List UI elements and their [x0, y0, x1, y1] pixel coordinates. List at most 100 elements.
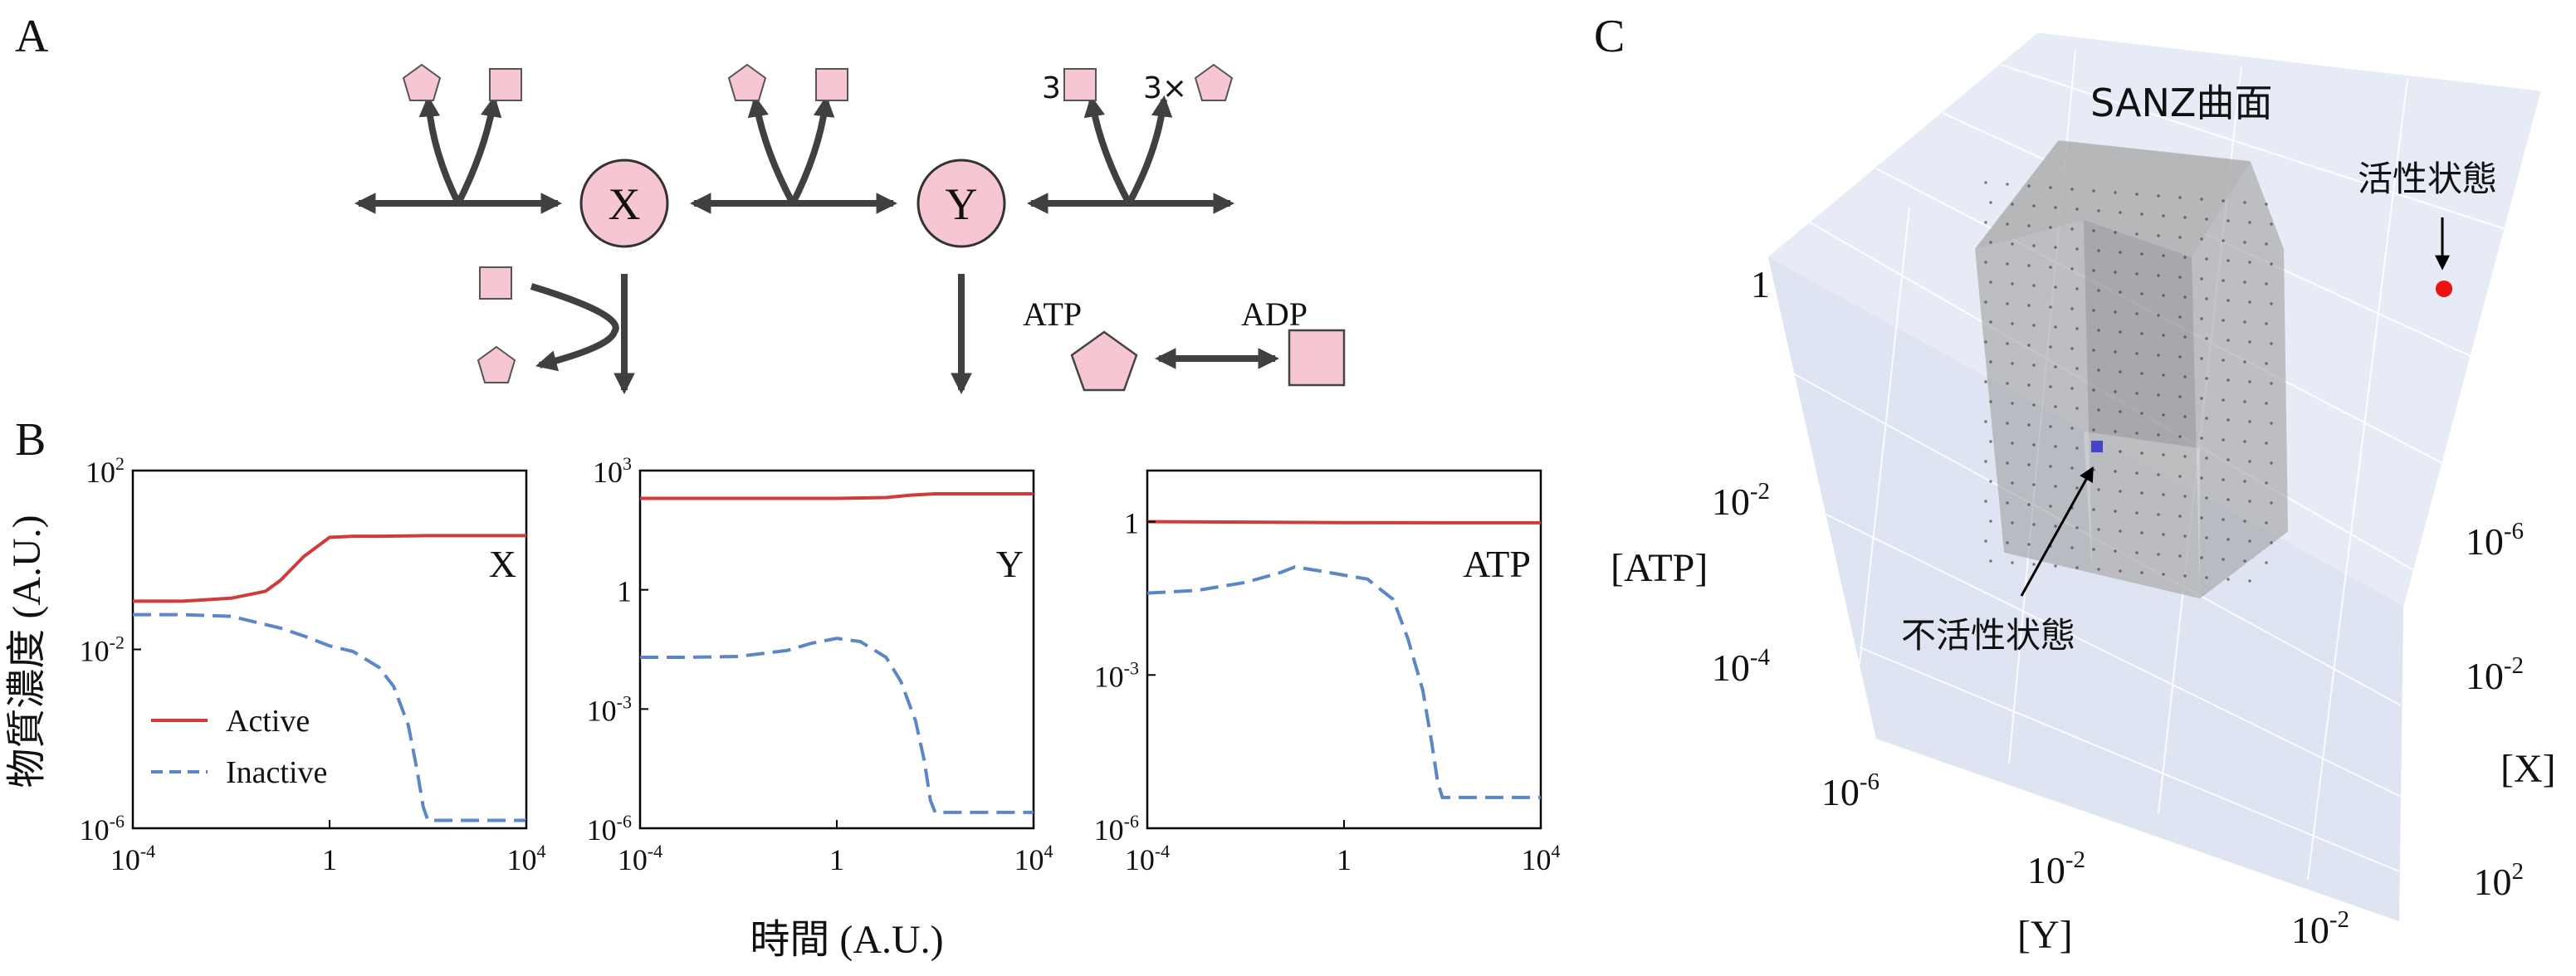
surface-dot: [2248, 539, 2251, 543]
surface-dot: [2265, 282, 2268, 285]
surface-dot: [2006, 262, 2009, 266]
surface-dot: [2178, 475, 2182, 478]
node-x-label: X: [609, 179, 641, 229]
surface-dot: [2070, 466, 2074, 470]
atp-tick-label: 10-6: [1821, 769, 1879, 813]
surface-dot: [2135, 232, 2139, 236]
square-icon: [1063, 68, 1097, 101]
x-tick-label: 10-4: [110, 841, 155, 876]
surface-dot: [2248, 261, 2251, 264]
surface-dot: [2011, 402, 2014, 405]
surface-dot: [2265, 402, 2268, 405]
surface-dot: [2119, 529, 2122, 533]
surface-dot: [2097, 488, 2100, 491]
surface-dot: [2119, 410, 2122, 413]
surface-dot: [2200, 277, 2203, 281]
reaction-branch-pentagon-3: [1126, 95, 1173, 205]
sanz-surface-inner: [2084, 220, 2200, 598]
surface-dot: [2270, 342, 2273, 345]
surface-dot: [2027, 543, 2031, 546]
surface-dot: [2054, 485, 2057, 488]
surface-dot: [2162, 413, 2165, 417]
surface-dot: [2205, 217, 2208, 221]
square-icon: [815, 68, 848, 101]
surface-dot: [2222, 359, 2225, 362]
active-state-label: 活性状態: [2358, 159, 2497, 199]
surface-dot: [2092, 349, 2095, 352]
surface-dot: [2119, 330, 2122, 334]
surface-dot: [2097, 249, 2100, 252]
surface-dot: [2092, 269, 2095, 272]
surface-dot: [2157, 393, 2160, 397]
series-inactive-line: [1146, 565, 1541, 799]
surface-dot: [2092, 428, 2095, 432]
surface-dot: [2070, 546, 2074, 549]
surface-dot: [2248, 300, 2251, 304]
surface-dot: [2135, 432, 2139, 435]
surface-dot: [2011, 322, 2014, 325]
surface-dot: [2200, 317, 2203, 320]
panel-c-label: C: [1594, 11, 1625, 62]
surface-dot: [2006, 302, 2009, 305]
series-inactive-line: [640, 637, 1034, 814]
surface-dot: [2140, 252, 2143, 256]
surface-dot: [2027, 383, 2031, 387]
surface-dot: [2070, 227, 2074, 231]
surface-dot: [2032, 483, 2036, 486]
surface-dot: [2135, 193, 2139, 196]
surface-dot: [2032, 324, 2036, 327]
series-active-line: [1146, 520, 1541, 525]
surface-dot: [2114, 549, 2117, 553]
surface-dot: [2140, 372, 2143, 375]
surface-dot: [2205, 377, 2208, 380]
series-active-line: [133, 534, 526, 603]
atp-label: ATP: [1023, 295, 1082, 333]
surface-dot: [2248, 380, 2251, 383]
surface-dot: [2183, 455, 2187, 458]
surface-dot: [1984, 460, 1987, 463]
surface-dot: [2243, 440, 2246, 443]
surface-dot: [2097, 368, 2100, 372]
surface-dot: [2178, 435, 2182, 438]
surface-dot: [2114, 470, 2117, 473]
surface-dot: [2183, 495, 2187, 498]
surface-dot: [2054, 525, 2057, 528]
x-tick-label-c: 102: [2474, 858, 2525, 903]
surface-dot: [1984, 539, 1987, 543]
surface-dot: [2227, 299, 2230, 302]
y-tick-label: 10-3: [1094, 657, 1139, 693]
surface-dot: [2049, 385, 2052, 388]
surface-dot: [2243, 320, 2246, 324]
surface-dot: [2265, 481, 2268, 485]
back-wall-left: [1768, 257, 2403, 921]
surface-dot: [2140, 531, 2143, 534]
surface-dot: [2119, 370, 2122, 373]
surface-dot: [2162, 254, 2165, 257]
surface-dot: [2114, 191, 2117, 194]
surface-dot: [2243, 520, 2246, 523]
reaction-branch-pentagon-2: [747, 95, 796, 205]
x-axis-label-c: [X]: [2500, 747, 2556, 791]
surface-dot: [1989, 559, 1992, 563]
pentagon-icon: [727, 63, 767, 101]
reaction-branch-square-3: [1083, 95, 1132, 205]
surface-dot: [2027, 463, 2031, 466]
pentagon-icon: [477, 345, 516, 383]
surface-dot: [2032, 364, 2036, 367]
surface-dot: [2222, 239, 2225, 242]
surface-dot: [2135, 551, 2139, 554]
series-inactive-line: [133, 612, 526, 822]
surface-dot: [2011, 442, 2014, 445]
surface-dot: [1984, 500, 1987, 503]
surface-dot: [2222, 279, 2225, 282]
surface-dot: [2011, 242, 2014, 246]
surface-dot: [2248, 460, 2251, 463]
surface-dot: [2049, 425, 2052, 428]
square-icon: [489, 68, 522, 101]
y-tick-label-c: 10-2: [2027, 847, 2085, 891]
chart-panel-label: X: [489, 543, 516, 585]
surface-dot: [2178, 395, 2182, 398]
surface-dot: [2027, 264, 2031, 267]
